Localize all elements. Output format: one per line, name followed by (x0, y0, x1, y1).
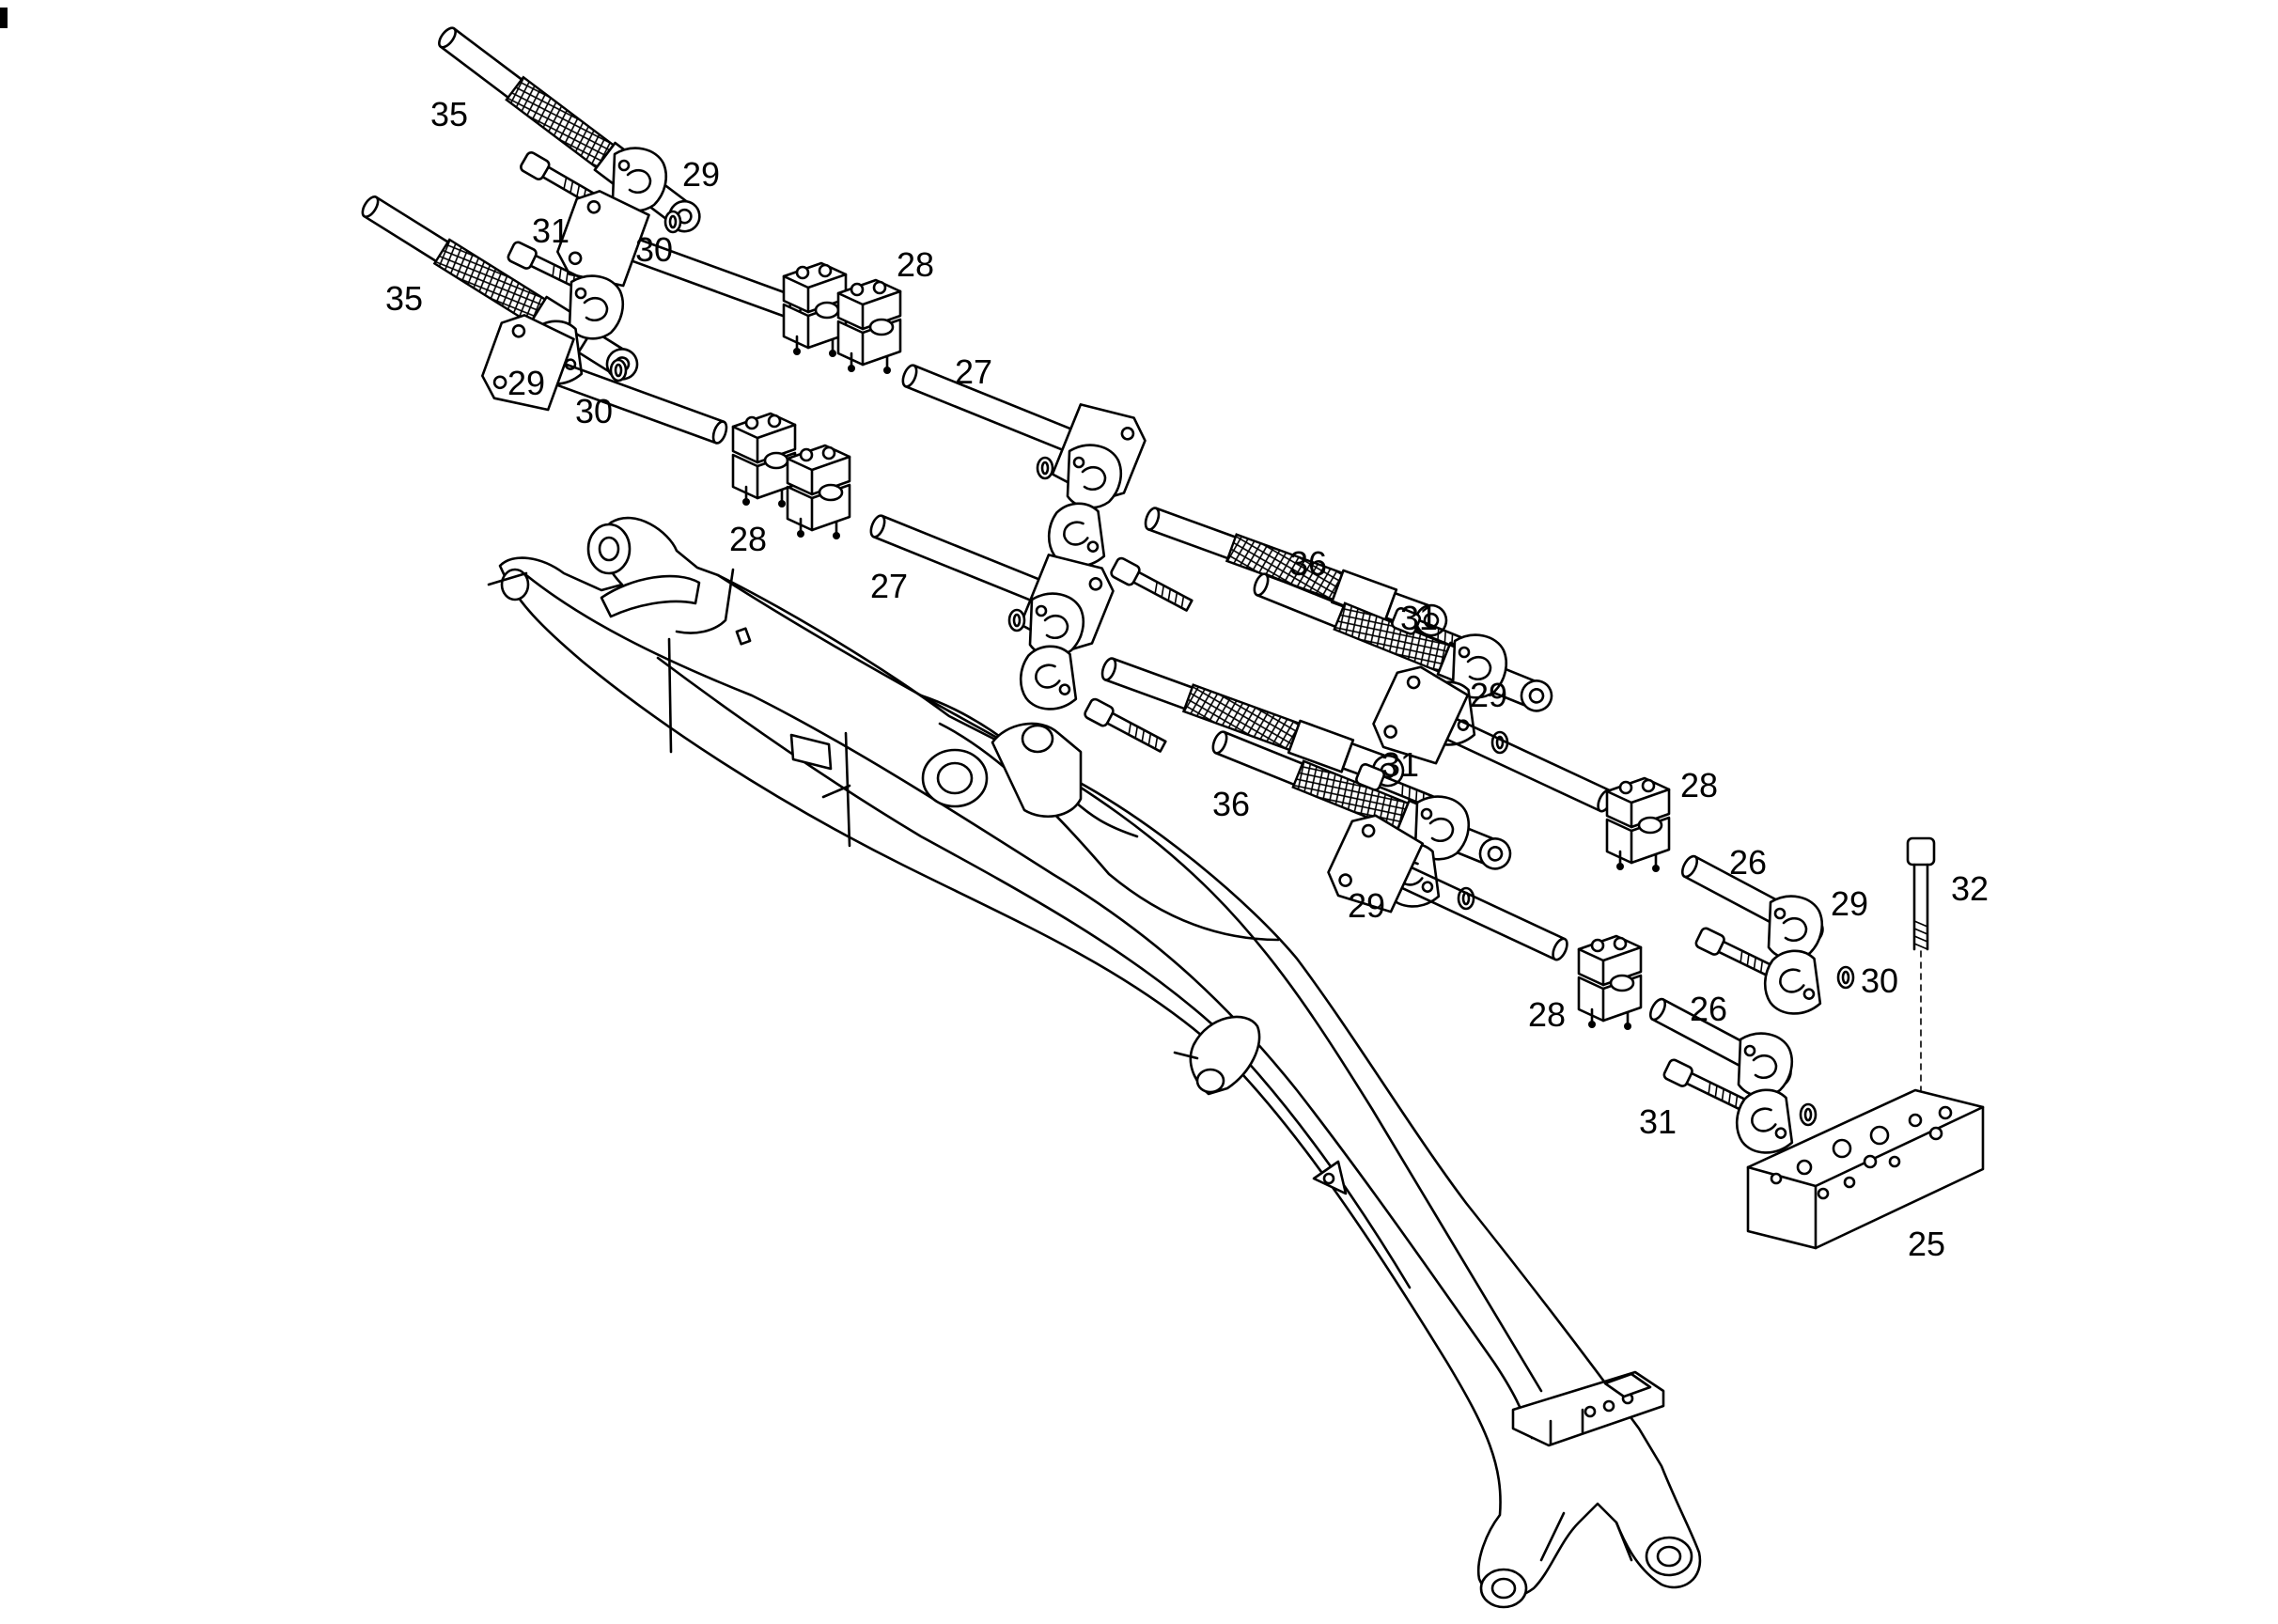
callout-29-right-lower: 29 (1348, 886, 1385, 925)
callout-27-top: 27 (955, 352, 992, 391)
callout-29-top: 29 (682, 155, 720, 194)
callout-26-top: 26 (1729, 843, 1767, 882)
callout-28-right-top: 28 (1680, 766, 1718, 804)
callout-32: 32 (1951, 869, 1989, 908)
callout-31-right-lower: 31 (1639, 1102, 1677, 1141)
callout-29-right-top: 29 (1470, 676, 1507, 714)
callout-30-top: 30 (635, 230, 673, 269)
callout-35-top: 35 (430, 95, 468, 133)
callout-28-lower: 28 (729, 520, 767, 558)
callout-28-top: 28 (897, 245, 934, 284)
callout-31-right-top: 31 (1400, 599, 1438, 637)
callout-25: 25 (1908, 1225, 1945, 1263)
boom-arm (487, 516, 1702, 1609)
corner-mark (0, 8, 8, 28)
callout-36-top: 36 (1289, 544, 1327, 583)
callout-30-lower: 30 (575, 392, 613, 430)
callout-29-right-block: 29 (1831, 884, 1868, 923)
callout-labels: 35 29 31 30 35 29 30 28 27 28 27 36 31 2… (385, 95, 1989, 1263)
callout-28-right-lower: 28 (1528, 995, 1566, 1034)
valve-block-group (1646, 836, 1985, 1250)
callout-27-lower: 27 (870, 567, 908, 605)
callout-31-right-mid: 31 (1381, 745, 1419, 784)
callout-31-top: 31 (532, 211, 570, 250)
callout-35-lower: 35 (385, 279, 423, 318)
callout-36-lower: 36 (1212, 785, 1250, 823)
callout-30-right-block: 30 (1861, 961, 1898, 1000)
callout-26-lower: 26 (1690, 990, 1727, 1028)
callout-29-lower: 29 (507, 364, 545, 402)
